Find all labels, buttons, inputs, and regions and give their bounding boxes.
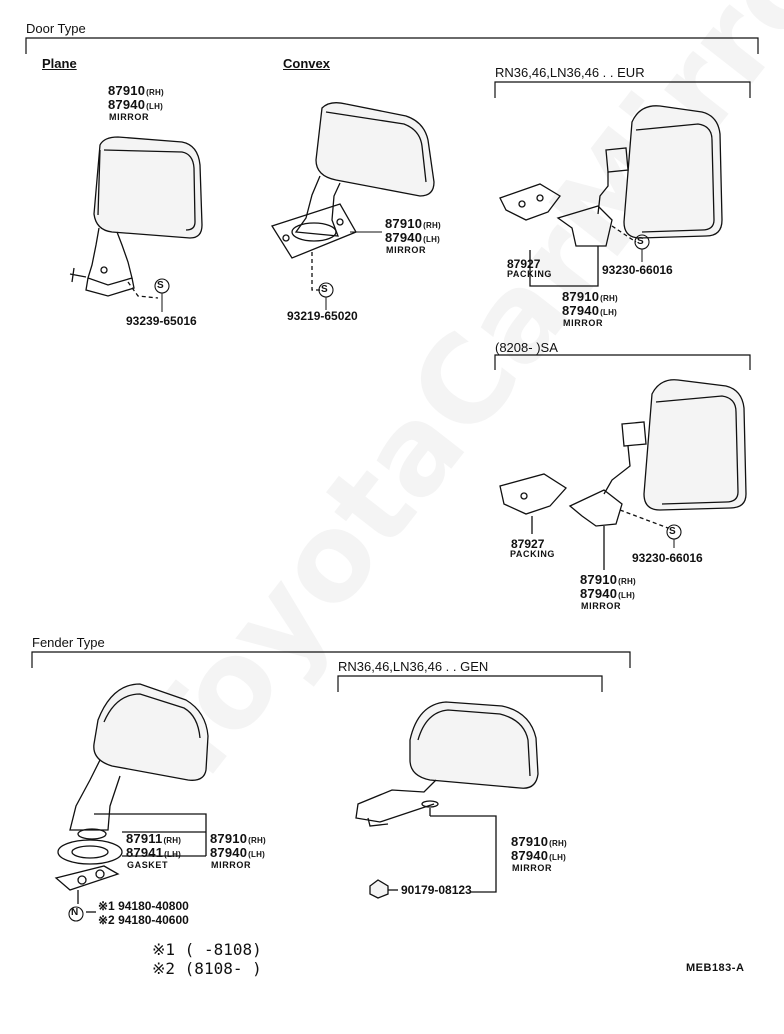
gasket-lh-number: 87941: [126, 845, 164, 860]
sa-lh-number: 87940: [580, 586, 618, 601]
sa-part-lh: 87940(LH): [580, 587, 635, 600]
convex-caption: MIRROR: [386, 245, 427, 255]
eur-rh-number: 87910: [562, 289, 600, 304]
gasket-caption: GASKET: [127, 860, 169, 870]
gen-caption: MIRROR: [512, 863, 553, 873]
fender-rh-tag: (RH): [248, 836, 266, 845]
sa-screw-number: 93230-66016: [632, 551, 703, 565]
gen-lh-number: 87940: [511, 848, 549, 863]
plane-part-rh: 87910(RH): [108, 84, 164, 97]
eur-lh-number: 87940: [562, 303, 600, 318]
eur-screw-letter: S: [637, 236, 644, 247]
gen-lh-tag: (LH): [549, 853, 566, 862]
eur-lh-tag: (LH): [600, 308, 617, 317]
gasket-rh-number: 87911: [126, 831, 163, 846]
note-2: ※2 (8108- ): [152, 959, 262, 978]
fender-caption: MIRROR: [211, 860, 252, 870]
plane-screw-letter: S: [157, 280, 164, 291]
plane-rh-number: 87910: [108, 83, 146, 98]
reference-code: MEB183-A: [686, 962, 745, 974]
eur-packing-caption: PACKING: [507, 269, 553, 279]
eur-screw-number: 93230-66016: [602, 263, 673, 277]
sa-part-rh: 87910(RH): [580, 573, 636, 586]
gasket-lh-tag: (LH): [164, 850, 181, 859]
plane-rh-tag: (RH): [146, 88, 164, 97]
gen-rh-tag: (RH): [549, 839, 567, 848]
door-type-bracket: [25, 37, 759, 54]
sa-rh-number: 87910: [580, 572, 618, 587]
sa-screw-letter: S: [669, 526, 676, 537]
door-type-heading: Door Type: [26, 21, 86, 36]
fender-rh-number: 87910: [210, 831, 248, 846]
plane-heading: Plane: [42, 56, 77, 71]
fender-type-bracket: [31, 651, 631, 668]
gen-nut-number: 90179-08123: [401, 883, 472, 897]
sa-bracket: [494, 354, 751, 370]
convex-lh-tag: (LH): [423, 235, 440, 244]
gen-model-label: RN36,46,LN36,46 . . GEN: [338, 659, 489, 674]
plane-screw-number: 93239-65016: [126, 314, 197, 328]
convex-lh-number: 87940: [385, 230, 423, 245]
eur-rh-tag: (RH): [600, 294, 618, 303]
eur-part-rh: 87910(RH): [562, 290, 618, 303]
sa-caption: MIRROR: [581, 601, 622, 611]
eur-caption: MIRROR: [563, 318, 604, 328]
nut2-number: ※2 94180-40600: [98, 913, 189, 927]
eur-mirror-drawing: [499, 105, 723, 287]
eur-model-label: RN36,46,LN36,46 . . EUR: [495, 65, 645, 80]
sa-packing-number: 87927: [511, 537, 545, 551]
fender-lh-tag: (LH): [248, 850, 265, 859]
fender-type-heading: Fender Type: [32, 635, 105, 650]
gasket-rh-tag: (RH): [163, 836, 182, 845]
convex-heading: Convex: [283, 56, 330, 71]
sa-lh-tag: (LH): [618, 591, 635, 600]
plane-lh-number: 87940: [108, 97, 146, 112]
sa-packing-caption: PACKING: [510, 549, 556, 559]
fender-nut-symbol: [68, 906, 84, 922]
sa-mirror-drawing: [499, 379, 747, 570]
fender-part-rh: 87910(RH): [210, 832, 266, 845]
gen-part-lh: 87940(LH): [511, 849, 566, 862]
plane-mirror-drawing: [69, 136, 203, 299]
convex-rh-number: 87910: [385, 216, 423, 231]
gen-bracket: [337, 675, 603, 692]
gen-rh-number: 87910: [511, 834, 549, 849]
note-1: ※1 ( -8108): [152, 940, 262, 959]
fender-mirror-drawing: [54, 683, 209, 913]
convex-screw-number: 93219-65020: [287, 309, 358, 323]
convex-rh-tag: (RH): [423, 221, 441, 230]
gasket-part-lh: 87941(LH): [126, 846, 181, 859]
gen-part-rh: 87910(RH): [511, 835, 567, 848]
sa-rh-tag: (RH): [618, 577, 636, 586]
fender-part-lh: 87940(LH): [210, 846, 265, 859]
plane-lh-tag: (LH): [146, 102, 163, 111]
eur-packing-number: 87927: [507, 257, 541, 271]
eur-bracket: [494, 81, 751, 98]
plane-caption: MIRROR: [109, 112, 150, 122]
nut1-number: ※1 94180-40800: [98, 899, 189, 913]
convex-part-rh: 87910(RH): [385, 217, 441, 230]
eur-part-lh: 87940(LH): [562, 304, 617, 317]
fender-nut-letter: N: [71, 907, 79, 918]
plane-part-lh: 87940(LH): [108, 98, 163, 111]
convex-mirror-drawing: [271, 102, 435, 291]
gen-mirror-drawing: [355, 701, 539, 899]
gasket-part-rh: 87911(RH): [126, 832, 181, 845]
sa-model-label: (8208- )SA: [495, 340, 558, 355]
convex-part-lh: 87940(LH): [385, 231, 440, 244]
fender-lh-number: 87940: [210, 845, 248, 860]
convex-screw-letter: S: [321, 284, 328, 295]
